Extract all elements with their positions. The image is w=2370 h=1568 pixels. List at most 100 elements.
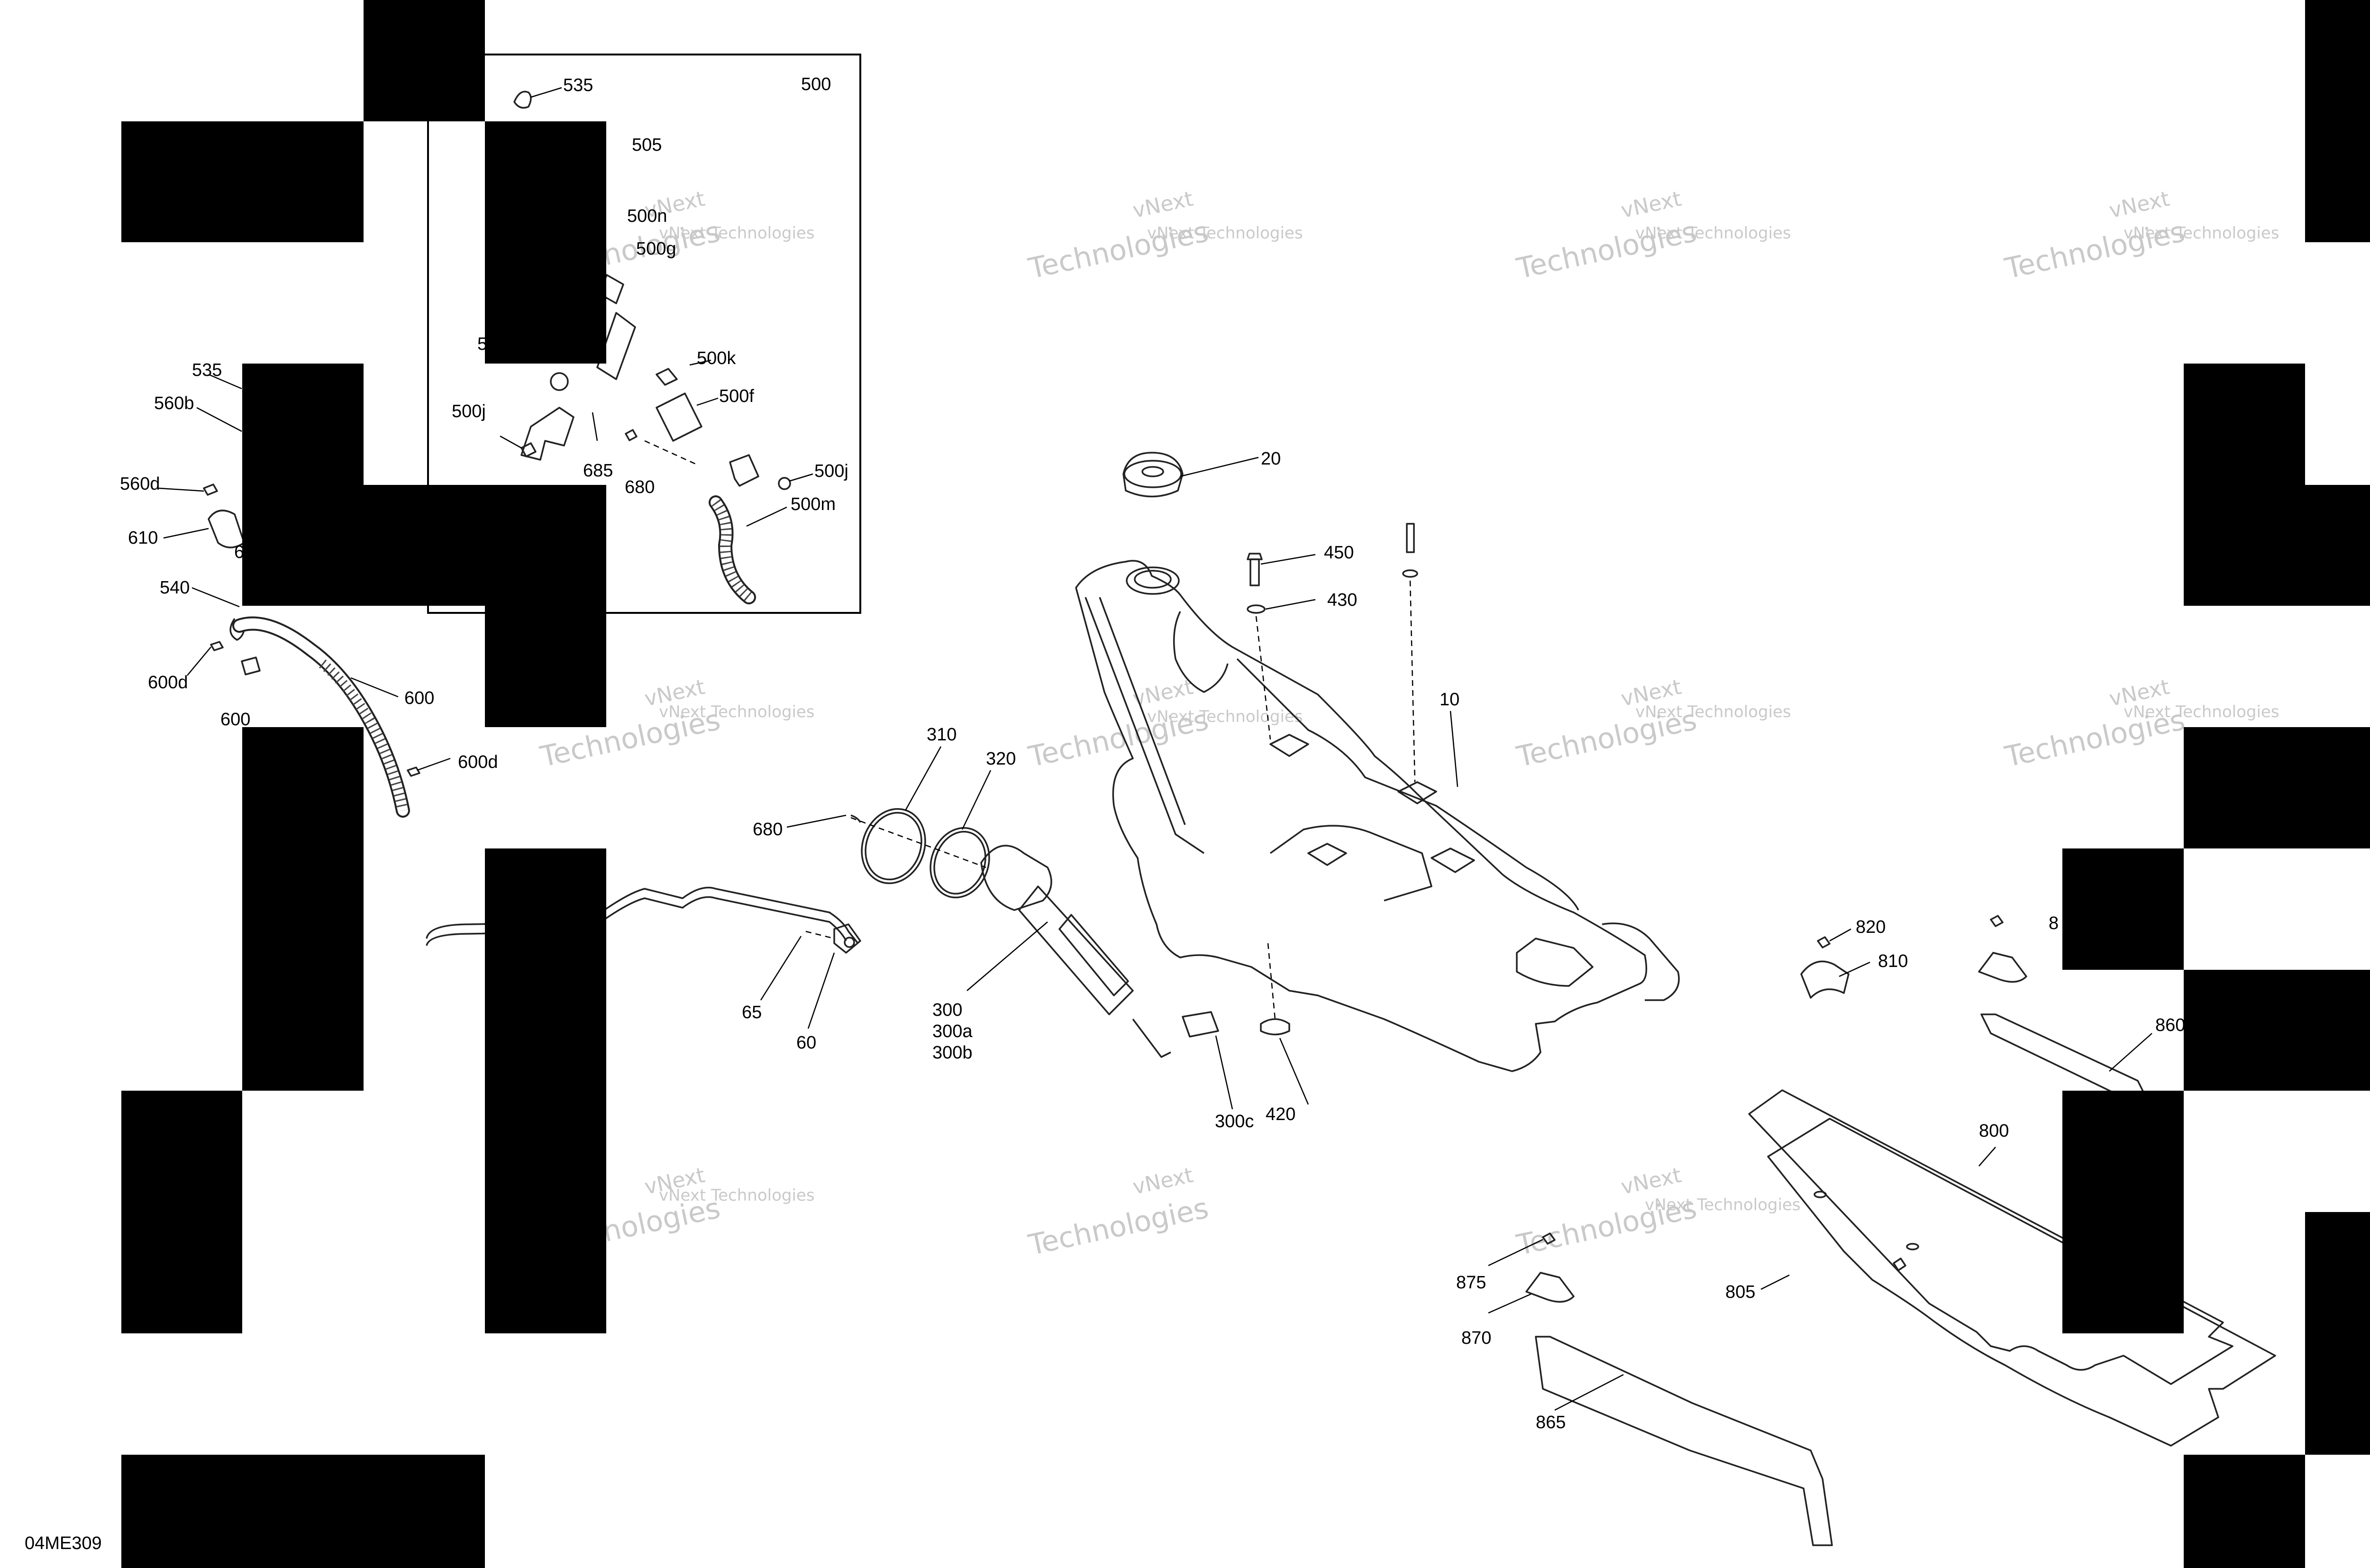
bracket-810-part (1800, 960, 1850, 999)
screw-part (520, 442, 537, 457)
leader-line (350, 677, 399, 698)
callout-540: 540 (160, 578, 190, 598)
callout-300c: 300c (1215, 1112, 1254, 1131)
connector-part (520, 407, 574, 461)
callout-600: 600 (404, 688, 434, 708)
leader-line (689, 359, 711, 366)
hose-clamp-part (656, 368, 678, 386)
leader-line (966, 921, 1048, 991)
redaction-block (121, 121, 364, 242)
callout-500n: 500n (627, 206, 667, 226)
leader-line (417, 757, 451, 771)
redaction-block (364, 485, 485, 606)
redaction-block (2305, 0, 2370, 242)
fuel-line-65-part (426, 886, 859, 944)
screw-820-part (1817, 936, 1831, 948)
leader-line (208, 374, 242, 390)
redaction-block (485, 848, 606, 1333)
screw-part (1406, 523, 1415, 553)
watermark-technologies: Technologies (1025, 1192, 1212, 1262)
redaction-block (242, 364, 364, 606)
callout-610: 610 (128, 528, 158, 548)
callout-865: 865 (1536, 1413, 1566, 1432)
washer-430-part (1247, 604, 1266, 614)
watermark-line: vNext Technologies (2124, 702, 2279, 721)
leader-line (1978, 1147, 1996, 1167)
inset-fuel-filter-assembly: 500 535 505 500n 500g 5 500k 50 (427, 54, 861, 614)
leader-line (904, 746, 942, 811)
redaction-block (364, 0, 485, 121)
watermark-line: vNext Technologies (1635, 224, 1791, 243)
screw-part (625, 429, 638, 441)
callout-685: 685 (583, 461, 613, 481)
leader-line (786, 814, 847, 828)
leader-line (1554, 1374, 1624, 1411)
screw-part (850, 814, 861, 823)
callout-820: 820 (1856, 917, 1886, 937)
callout-600-partial: 600 (220, 710, 250, 729)
watermark-vnext: vNext (1130, 187, 1195, 223)
leader-line (1839, 961, 1870, 977)
dash-line (1409, 580, 1416, 783)
redaction-block (2184, 970, 2370, 1091)
pump-head-part (980, 845, 1052, 911)
leader-line (1488, 1293, 1531, 1314)
callout-800: 800 (1979, 1121, 2009, 1141)
callout-500j-left: 500j (452, 401, 486, 421)
callout-805: 805 (1725, 1282, 1755, 1302)
callout-875: 875 (1456, 1273, 1486, 1293)
callout-6-partial: 6 (234, 542, 244, 562)
leader-line (1829, 928, 1851, 942)
callout-600d-right: 600d (458, 752, 498, 772)
watermark-vnext: vNext (1619, 187, 1683, 223)
dash-line (644, 440, 697, 465)
inset-border (427, 54, 861, 614)
dash-line (1267, 943, 1276, 1020)
callout-535-inset: 535 (563, 75, 593, 95)
skid-plate-805-part (1767, 1118, 2276, 1447)
leader-line (807, 952, 835, 1029)
callout-500m: 500m (791, 494, 836, 514)
dash-line (805, 930, 835, 939)
callout-500g: 500g (636, 239, 676, 259)
redaction-block (485, 485, 606, 727)
lock-ring-310-part (861, 808, 926, 884)
screw-part (210, 641, 224, 651)
dash-line (850, 817, 986, 868)
callout-65: 65 (742, 1003, 762, 1022)
leader-line (2109, 1033, 2152, 1072)
leader-line (1260, 554, 1316, 565)
redaction-block (2062, 1091, 2184, 1333)
redaction-block (2305, 1212, 2370, 1455)
screw-part (407, 766, 420, 777)
callout-505: 505 (632, 135, 662, 155)
callout-810: 810 (1878, 951, 1908, 971)
redaction-block (121, 1455, 485, 1568)
connector-60-part (833, 923, 861, 954)
leader-line (163, 528, 209, 539)
screw-875-part (1542, 1232, 1556, 1245)
watermark-vnext: vNext (1130, 1163, 1195, 1200)
leader-line (1279, 1038, 1309, 1105)
callout-600d-top: 600d (148, 673, 188, 693)
bracket-and-plate-assembly: 820 810 8 860 800 805 875 870 865 (1456, 913, 2276, 1546)
tank-filler-neck (1126, 566, 1180, 595)
watermark-line: vNext Technologies (1147, 707, 1303, 726)
callout-500f: 500f (719, 386, 754, 406)
callout-870: 870 (1461, 1328, 1491, 1348)
leader-line (530, 87, 562, 98)
watermark-line: vNext Technologies (659, 224, 815, 243)
watermark-vnext: vNext (2107, 187, 2171, 223)
callout-8-partial: 8 (2049, 913, 2059, 933)
leader-line (696, 397, 719, 406)
redaction-block (485, 121, 606, 364)
callout-450: 450 (1324, 543, 1354, 563)
watermark-vnext: vNext (1619, 1163, 1683, 1200)
watermark-line: vNext Technologies (659, 702, 815, 721)
redaction-block (2062, 848, 2184, 970)
callout-300b: 300b (932, 1043, 973, 1063)
callout-20: 20 (1261, 449, 1281, 469)
leader-line (760, 936, 802, 1001)
tank-mount-tab (1269, 734, 1309, 757)
